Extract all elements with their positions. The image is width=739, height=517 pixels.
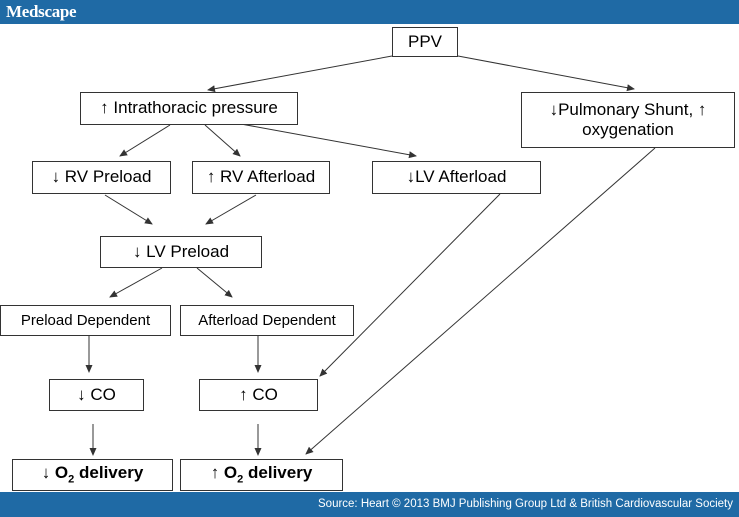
arrow-lv-preload-to-preload-dep: [109, 267, 163, 298]
node-pulmonary-shunt: ↓Pulmonary Shunt, ↑ oxygenation: [521, 92, 735, 148]
node-o2-delivery-up: ↑ O2 delivery: [180, 459, 343, 491]
footer-bar: Source: Heart © 2013 BMJ Publishing Grou…: [0, 492, 739, 517]
node-intrathoracic-label: ↑ Intrathoracic pressure: [100, 98, 278, 118]
header-bar: Medscape: [0, 0, 739, 24]
source-citation: Source: Heart © 2013 BMJ Publishing Grou…: [318, 498, 733, 510]
node-afterload-dependent-label: Afterload Dependent: [198, 311, 336, 329]
arrow-intrathoracic-to-rv-afterload: [204, 124, 241, 157]
node-lv-preload-label: ↓ LV Preload: [132, 241, 230, 261]
o2-up-prefix: ↑ O: [210, 463, 238, 483]
arrow-ppv-to-intrathoracic: [207, 55, 393, 93]
node-pulmonary-shunt-label: ↓Pulmonary Shunt, ↑ oxygenation: [549, 99, 707, 139]
arrow-intrathoracic-to-lv-afterload: [229, 121, 417, 159]
arrow-rv-preload-to-lv-preload: [104, 194, 153, 225]
arrow-shunt-to-o2-up: [305, 147, 656, 455]
node-preload-dependent-label: Preload Dependent: [20, 311, 151, 329]
o2-up-subscript: 2: [237, 473, 244, 486]
arrow-intrathoracic-to-rv-preload: [119, 124, 171, 157]
node-co-up: ↑ CO: [199, 379, 318, 411]
node-lv-afterload: ↓LV Afterload: [372, 161, 541, 194]
node-lv-afterload-label: ↓LV Afterload: [406, 167, 507, 187]
medscape-logo: Medscape: [6, 2, 77, 21]
arrow-lv-afterload-to-co-up: [319, 193, 501, 377]
node-ppv-label: PPV: [407, 31, 443, 51]
node-intrathoracic-pressure: ↑ Intrathoracic pressure: [80, 92, 298, 125]
node-lv-preload: ↓ LV Preload: [100, 236, 262, 268]
node-co-up-label: ↑ CO: [239, 384, 278, 404]
o2-down-subscript: 2: [68, 473, 75, 486]
node-rv-preload-label: ↓ RV Preload: [51, 167, 152, 187]
node-rv-preload: ↓ RV Preload: [32, 161, 171, 194]
node-co-down: ↓ CO: [49, 379, 144, 411]
node-ppv: PPV: [392, 27, 458, 57]
o2-down-prefix: ↓ O: [41, 463, 69, 483]
node-o2-down-label: ↓ O2 delivery: [42, 463, 144, 487]
arrow-ppv-to-shunt: [457, 55, 635, 92]
node-o2-up-label: ↑ O2 delivery: [211, 463, 313, 487]
node-o2-delivery-down: ↓ O2 delivery: [12, 459, 173, 491]
arrow-lv-preload-to-afterload-dep: [196, 267, 233, 298]
node-preload-dependent: Preload Dependent: [0, 305, 171, 336]
node-co-down-label: ↓ CO: [77, 384, 116, 404]
node-afterload-dependent: Afterload Dependent: [180, 305, 354, 336]
node-rv-afterload: ↑ RV Afterload: [192, 161, 330, 194]
node-rv-afterload-label: ↑ RV Afterload: [206, 167, 316, 187]
arrow-rv-afterload-to-lv-preload: [205, 194, 257, 225]
o2-up-suffix: delivery: [243, 463, 313, 483]
o2-down-suffix: delivery: [74, 463, 144, 483]
